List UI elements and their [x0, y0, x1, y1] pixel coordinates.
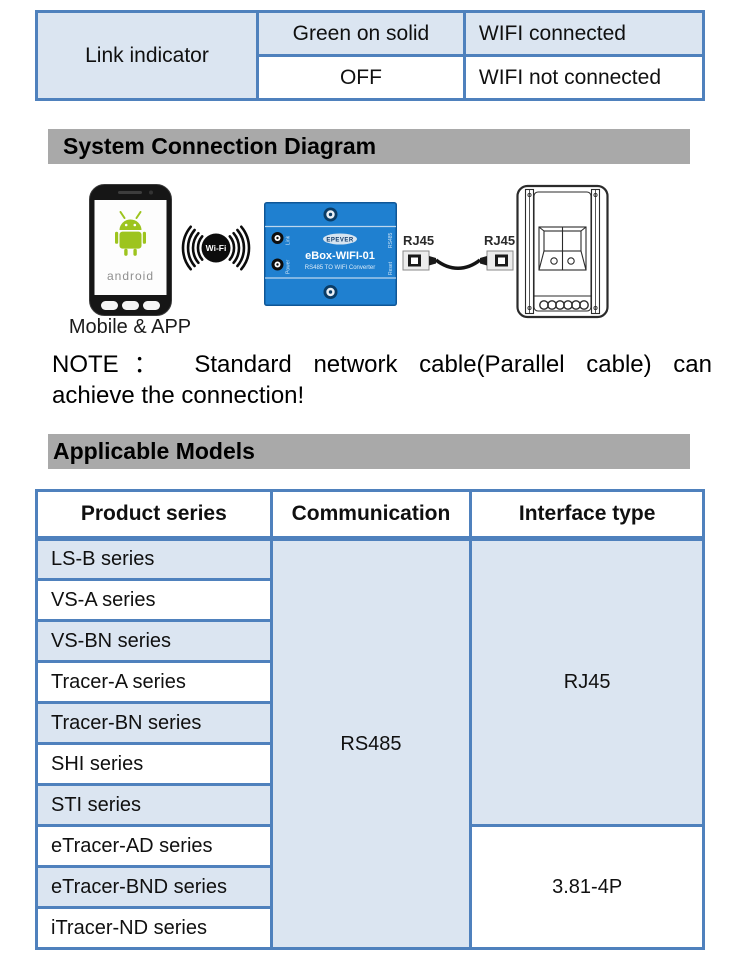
- led-power-label: Power: [286, 259, 292, 274]
- link-indicator-table: Link indicator Green on solid WIFI conne…: [35, 10, 706, 101]
- link-state-cell: OFF: [255, 54, 466, 101]
- table-row: eTracer-AD series 3.81-4P: [35, 824, 705, 950]
- product-cell: VS-A series: [35, 578, 273, 622]
- phone-speaker-icon: [118, 191, 142, 194]
- header-product-series: Product series: [35, 489, 273, 541]
- table-row: VS-BN series: [35, 619, 704, 663]
- reset-label: Reset: [388, 261, 394, 275]
- phone-camera-icon: [149, 190, 153, 195]
- android-phone: android: [89, 184, 172, 316]
- product-cell: eTracer-BND series: [35, 865, 273, 909]
- product-cell: Tracer-A series: [35, 660, 273, 704]
- table-row: LS-B series RS485 RJ45: [35, 537, 705, 950]
- header-communication: Communication: [269, 489, 473, 541]
- screw-icon: [527, 305, 532, 311]
- rj45-cable: [402, 250, 514, 271]
- note-line2: achieve the connection!: [52, 382, 305, 409]
- wifi-signal-icon: Wi-Fi: [181, 225, 251, 271]
- product-cell: Tracer-BN series: [35, 701, 273, 745]
- models-table: Product series Communication Interface t…: [35, 489, 705, 950]
- wifi-label: Wi-Fi: [206, 243, 227, 253]
- link-meaning-cell: WIFI not connected: [462, 54, 706, 101]
- table-row: VS-A series: [35, 578, 704, 622]
- table-row: eTracer-BND series: [35, 865, 704, 909]
- product-cell: LS-B series: [35, 537, 273, 581]
- rj45-label-right: RJ45: [484, 233, 516, 248]
- table-row: OFF WIFI not connected: [37, 54, 706, 101]
- link-state-cell: Green on solid: [255, 10, 466, 57]
- product-cell: VS-BN series: [35, 619, 273, 663]
- rj45-label-left: RJ45: [403, 233, 435, 248]
- table-row: iTracer-ND series: [35, 906, 704, 950]
- ebox-subtitle-label: RS485 TO WIFI Converter: [305, 265, 375, 271]
- product-cell: eTracer-AD series: [35, 824, 273, 868]
- communication-cell: RS485: [269, 537, 473, 950]
- screw-icon: [527, 192, 532, 198]
- display-bezel-icon: [538, 226, 587, 271]
- phone-buttons-icon: [101, 301, 160, 310]
- section-header-system-connection-diagram: System Connection Diagram: [48, 129, 690, 164]
- epever-logo: EPEVER: [323, 233, 357, 245]
- interface-381-cell: 3.81-4P: [469, 824, 705, 950]
- interface-rj45-cell: RJ45: [469, 537, 705, 827]
- table-row: SHI series: [35, 742, 704, 786]
- link-indicator-cell: Link indicator: [35, 10, 259, 101]
- note-text: NOTE： Standard network cable(Parallel ca…: [52, 349, 712, 411]
- header-interface-type: Interface type: [469, 489, 705, 541]
- note-line1: NOTE： Standard network cable(Parallel ca…: [52, 351, 712, 378]
- led-link-label: Link: [286, 235, 292, 245]
- terminal-icon: [539, 300, 589, 310]
- screw-icon: [593, 305, 598, 311]
- link-led-icon: [271, 232, 284, 244]
- phone-caption: Mobile & APP: [68, 316, 192, 338]
- rs485-port-label: RS485: [388, 232, 394, 248]
- table-row: Link indicator Green on solid WIFI conne…: [35, 10, 706, 101]
- button-icon: [550, 257, 558, 265]
- product-cell: STI series: [35, 783, 273, 827]
- link-meaning-cell: WIFI connected: [462, 10, 706, 57]
- section-header-applicable-models: Applicable Models: [48, 434, 690, 469]
- button-icon: [567, 257, 575, 265]
- ebox-model-label: eBox-WIFI-01: [305, 250, 375, 262]
- screw-icon: [323, 285, 338, 299]
- rj45-connector-icon: [402, 250, 436, 271]
- table-row: STI series: [35, 783, 704, 827]
- android-logotype: android: [107, 269, 154, 283]
- table-row: Tracer-A series: [35, 660, 704, 704]
- product-cell: SHI series: [35, 742, 273, 786]
- rj45-connector-icon: [480, 250, 514, 271]
- product-cell: iTracer-ND series: [35, 906, 273, 950]
- screw-icon: [323, 207, 338, 222]
- screw-icon: [593, 192, 598, 198]
- power-led-icon: [271, 258, 284, 271]
- ebox-wifi-device: Link Power RS485 Reset EPEVER eBox-WIFI-…: [264, 202, 397, 306]
- table-header-row: Product series Communication Interface t…: [35, 489, 705, 541]
- android-robot-icon: [115, 211, 146, 256]
- charge-controller: [516, 184, 609, 319]
- epever-logo-text: EPEVER: [326, 238, 354, 244]
- table-row: Tracer-BN series: [35, 701, 704, 745]
